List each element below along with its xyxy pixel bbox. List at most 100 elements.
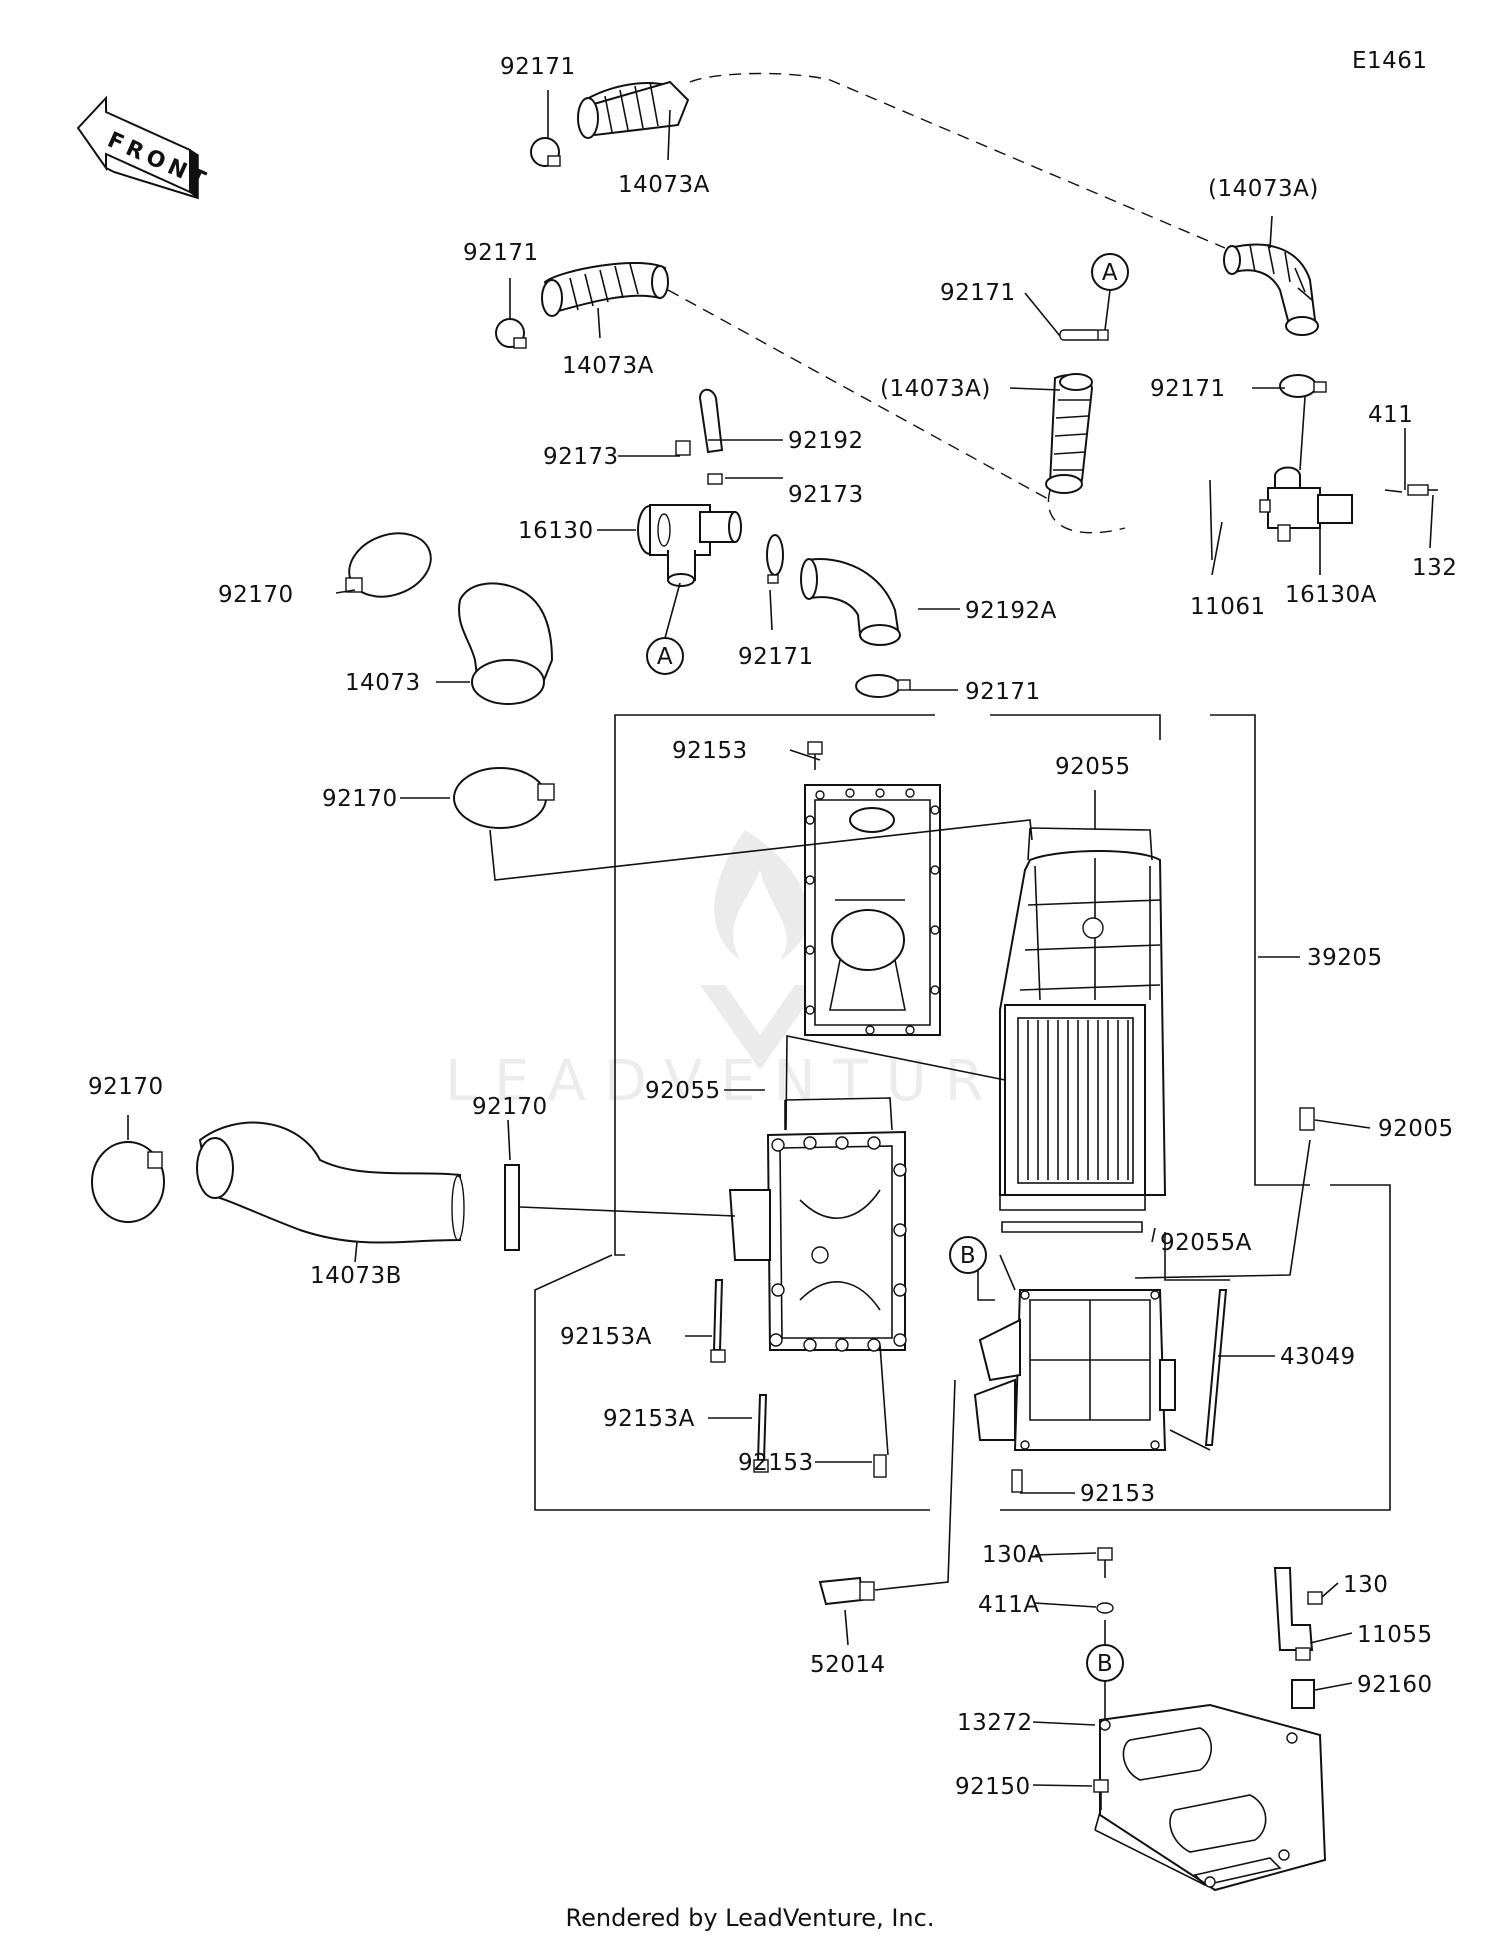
hose-14073B [196, 1121, 465, 1244]
label-130: 130 [1343, 1572, 1388, 1598]
callout-a-top: A [1091, 253, 1129, 291]
label-92153-b: 92153 [738, 1450, 814, 1476]
label-14073B: 14073B [310, 1263, 402, 1289]
label-92170-b: 92170 [322, 786, 398, 812]
leader-lines [127, 90, 1434, 1886]
hose-14073A-center [1045, 373, 1126, 534]
washer-411A [1096, 1602, 1114, 1614]
elbow-92192A [800, 558, 901, 646]
label-92170-c: 92170 [88, 1074, 164, 1100]
valve-16130A [1209, 466, 1438, 561]
label-92192A: 92192A [965, 598, 1057, 624]
label-92153A-b: 92153A [603, 1406, 695, 1432]
lower-right-housing [973, 1289, 1176, 1451]
sensor-52014 [818, 1576, 875, 1606]
plate-13272 [1099, 1703, 1327, 1892]
watermark-text: LEADVENTURE [445, 1049, 1055, 1114]
hose-92192 [675, 388, 724, 485]
part-labels: 92171 14073A (14073A) 92171 14073A 92171… [88, 54, 1457, 1800]
bolt-130A [1097, 1547, 1113, 1578]
clamp-92170-upper [345, 532, 432, 598]
label-92171-d: 92171 [1150, 376, 1226, 402]
svg-text:A: A [657, 644, 673, 670]
label-92055-b: 92055 [645, 1078, 721, 1104]
label-92170-a: 92170 [218, 582, 294, 608]
label-14073: 14073 [345, 670, 421, 696]
label-92005: 92005 [1378, 1116, 1454, 1142]
label-92160: 92160 [1357, 1672, 1433, 1698]
dashed-link-top [689, 72, 1226, 249]
bolt-92153-right-bottom [1011, 1469, 1023, 1493]
label-11061: 11061 [1190, 594, 1266, 620]
label-92173-b: 92173 [788, 482, 864, 508]
intercooler-core [999, 850, 1167, 1211]
label-411A: 411A [978, 1592, 1040, 1618]
clamp-92171-center [1059, 329, 1109, 341]
clamp-92171-elbow [855, 674, 911, 698]
label-132: 132 [1412, 555, 1457, 581]
label-92153-c: 92153 [1080, 1481, 1156, 1507]
label-92171-e: 92171 [738, 644, 814, 670]
watermark-logo [700, 830, 820, 1070]
label-92171-b: 92171 [463, 240, 539, 266]
label-92171-a: 92171 [500, 54, 576, 80]
upper-cover-plate [804, 784, 941, 1036]
callout-b-bottom: B [1086, 1644, 1124, 1682]
front-arrow-icon: FRONT [76, 95, 213, 200]
label-92170-d: 92170 [472, 1094, 548, 1120]
gasket-92055-top [1027, 827, 1153, 861]
label-16130A: 16130A [1285, 582, 1377, 608]
label-411: 411 [1368, 402, 1413, 428]
label-14073A-b: 14073A [562, 353, 654, 379]
gasket-92055A [1001, 1221, 1143, 1233]
label-92192: 92192 [788, 428, 864, 454]
label-92153-a: 92153 [672, 738, 748, 764]
bolt-92153-top [807, 741, 823, 770]
fitting-92005 [1299, 1107, 1315, 1131]
clamp-92170-left [91, 1141, 165, 1223]
bolt-130 [1307, 1591, 1323, 1605]
bolt-92153-left-bottom [873, 1454, 887, 1478]
damper-92160 [1291, 1679, 1315, 1709]
bolt-92153A-upper [710, 1279, 726, 1363]
hose-14073A-mid [541, 262, 669, 317]
label-39205: 39205 [1307, 945, 1383, 971]
label-92150: 92150 [955, 1774, 1031, 1800]
diagram-code: E1461 [1352, 48, 1428, 74]
label-14073A-paren-b: (14073A) [880, 376, 991, 402]
label-14073A-a: 14073A [618, 172, 710, 198]
label-43049: 43049 [1280, 1344, 1356, 1370]
label-92055A: 92055A [1160, 1230, 1252, 1256]
callout-b-left: B [949, 1236, 987, 1274]
rod-43049 [1204, 1289, 1228, 1446]
dashed-link-mid [667, 289, 1051, 501]
callout-a-bottom: A [646, 637, 684, 675]
label-52014: 52014 [810, 1652, 886, 1678]
bolt-92153A-lower [753, 1394, 769, 1473]
clamp-92171-mid [495, 318, 527, 349]
label-14073A-paren-a: (14073A) [1208, 176, 1319, 202]
footer-credit: Rendered by LeadVenture, Inc. [566, 1904, 935, 1932]
clamp-92171-valve [766, 534, 784, 584]
label-92171-f: 92171 [965, 679, 1041, 705]
label-16130: 16130 [518, 518, 594, 544]
gasket-92170-flat [504, 1164, 520, 1251]
label-13272: 13272 [957, 1710, 1033, 1736]
label-11055: 11055 [1357, 1622, 1433, 1648]
svg-text:B: B [1097, 1651, 1113, 1677]
lower-left-housing [728, 1130, 907, 1352]
svg-text:A: A [1102, 260, 1118, 286]
elbow-14073 [458, 582, 554, 705]
label-130A: 130A [982, 1542, 1044, 1568]
hose-14073A-top [577, 80, 690, 139]
valve-16130 [637, 504, 742, 587]
label-92055-a: 92055 [1055, 754, 1131, 780]
label-92153A-a: 92153A [560, 1324, 652, 1350]
bracket-11055 [1273, 1567, 1314, 1661]
assembly-bracket-39205 [534, 714, 1391, 1511]
hose-14073A-right [1223, 243, 1319, 336]
clamp-92171-right [1279, 374, 1327, 398]
clamp-92170-lower [453, 767, 555, 829]
